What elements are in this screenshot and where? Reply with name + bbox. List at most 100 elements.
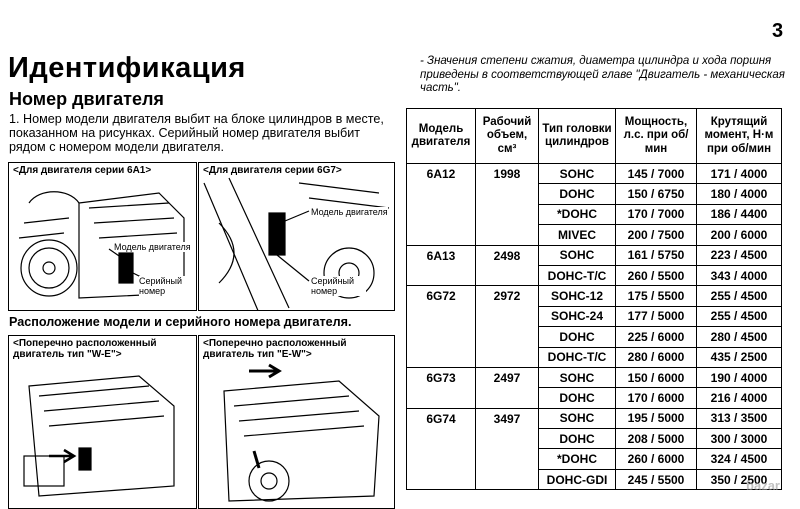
header-model: Модель двигателя [406, 108, 476, 164]
cell-power: 145 / 7000 [615, 162, 697, 185]
figure-caption: <Для двигателя серии 6G7> [203, 165, 342, 176]
cell-head-type: SOHC [538, 366, 616, 389]
section-subtitle: Номер двигателя [9, 89, 164, 109]
cell-head-type: SOHC [538, 244, 616, 266]
cell-power: 170 / 7000 [615, 203, 697, 226]
figure-6g7-engine: <Для двигателя серии 6G7> Модель двигате… [198, 162, 395, 311]
cell-head-type: MIVEC [538, 224, 616, 246]
cell-power: 175 / 5500 [615, 285, 697, 307]
cell-model: 6A13 [406, 244, 476, 287]
cell-head-type: SOHC [538, 162, 616, 185]
cell-head-type: SOHC [538, 407, 616, 430]
cell-power: 245 / 5500 [615, 468, 697, 491]
figure-we-engine: <Поперечно расположенный двигатель тип "… [8, 335, 197, 509]
engine-drawing-6g7 [203, 177, 390, 310]
cell-torque: 255 / 4500 [696, 285, 782, 307]
cell-head-type: DOHC [538, 183, 616, 205]
cell-torque: 171 / 4000 [696, 162, 782, 185]
cell-power: 161 / 5750 [615, 244, 697, 266]
cell-displacement: 1998 [475, 163, 539, 246]
cell-displacement: 2972 [475, 285, 539, 368]
cell-model: 6A12 [406, 163, 476, 246]
cell-torque: 350 / 2500 [696, 468, 782, 491]
cell-torque: 190 / 4000 [696, 366, 782, 389]
engine-drawing-we [23, 375, 175, 497]
cell-torque: 280 / 4500 [696, 326, 782, 348]
cell-torque: 435 / 2500 [696, 346, 782, 368]
page-title: Идентификация [8, 52, 246, 84]
cell-power: 280 / 6000 [615, 346, 697, 368]
cell-power: 177 / 5000 [615, 305, 697, 328]
cell-torque: 300 / 3000 [696, 428, 782, 450]
cell-torque: 180 / 4000 [696, 183, 782, 205]
cell-head-type: DOHC-T/C [538, 264, 616, 287]
header-displacement: Рабочий объем, см³ [475, 108, 539, 164]
cell-power: 225 / 6000 [615, 326, 697, 348]
cell-power: 170 / 6000 [615, 387, 697, 409]
cell-head-type: SOHC-24 [538, 305, 616, 328]
cell-torque: 313 / 3500 [696, 407, 782, 430]
cell-power: 260 / 6000 [615, 448, 697, 470]
cell-power: 200 / 7500 [615, 224, 697, 246]
cell-torque: 216 / 4000 [696, 387, 782, 409]
cell-torque: 200 / 6000 [696, 224, 782, 246]
callout-serial: Серийный номер [139, 276, 189, 296]
table-header-row: Модель двигателя Рабочий объем, см³ Тип … [406, 108, 782, 164]
cell-head-type: DOHC [538, 428, 616, 450]
cell-head-type: DOHC-GDI [538, 468, 616, 491]
cell-displacement: 2498 [475, 244, 539, 287]
cell-head-type: DOHC [538, 387, 616, 409]
cell-power: 150 / 6750 [615, 183, 697, 205]
figure-caption: <Поперечно расположенный двигатель тип "… [13, 338, 157, 360]
cell-head-type: *DOHC [538, 203, 616, 226]
cell-power: 150 / 6000 [615, 366, 697, 389]
cell-displacement: 2497 [475, 366, 539, 409]
cell-power: 208 / 5000 [615, 428, 697, 450]
cell-torque: 223 / 4500 [696, 244, 782, 266]
cell-torque: 343 / 4000 [696, 264, 782, 287]
figure-caption: <Для двигателя серии 6A1> [13, 165, 152, 176]
intro-paragraph: 1. Номер модели двигателя выбит на блоке… [9, 112, 384, 154]
cell-torque: 255 / 4500 [696, 305, 782, 328]
cell-torque: 324 / 4500 [696, 448, 782, 470]
engine-drawing-ew [223, 363, 380, 502]
cell-head-type: SOHC-12 [538, 285, 616, 307]
cell-displacement: 3497 [475, 407, 539, 491]
cell-head-type: DOHC-T/C [538, 346, 616, 368]
cell-head-type: *DOHC [538, 448, 616, 470]
note-paragraph: - Значения степени сжатия, диаметра цили… [420, 55, 785, 95]
figure-6a1-engine: <Для двигателя серии 6A1> Модель двигате… [8, 162, 197, 311]
cell-model: 6G74 [406, 407, 476, 491]
callout-serial: Серийный номер [311, 276, 366, 296]
header-torque: Крутящий момент, Н·м при об/мин [696, 108, 782, 164]
cell-head-type: DOHC [538, 326, 616, 348]
header-head-type: Тип головки цилиндров [538, 108, 616, 164]
cell-power: 260 / 5500 [615, 264, 697, 287]
cell-torque: 186 / 4400 [696, 203, 782, 226]
cell-model: 6G73 [406, 366, 476, 409]
cell-power: 195 / 5000 [615, 407, 697, 430]
watermark: bazar [746, 478, 780, 493]
callout-model: Модель двигателя [114, 242, 191, 252]
header-power: Мощность, л.с. при об/мин [615, 108, 697, 164]
callout-model: Модель двигателя [311, 207, 388, 217]
figure-caption: <Поперечно расположенный двигатель тип "… [203, 338, 347, 360]
page-number: 3 [772, 20, 784, 42]
figure-ew-engine: <Поперечно расположенный двигатель тип "… [198, 335, 395, 509]
location-caption: Расположение модели и серийного номера д… [9, 315, 352, 329]
